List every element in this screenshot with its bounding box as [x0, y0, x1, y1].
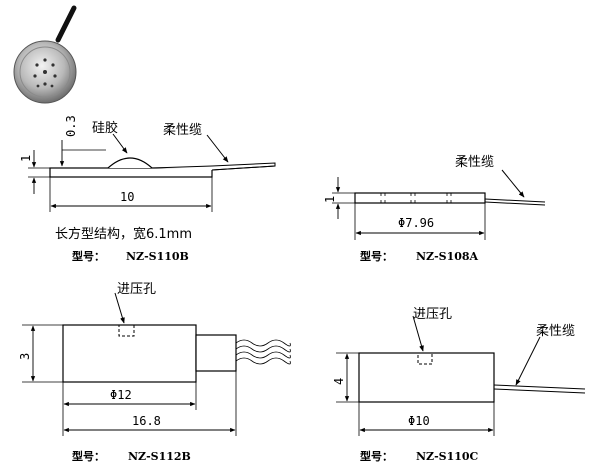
model-name-s110c: NZ-S110C [416, 450, 479, 463]
label-flex-cable-s110c: 柔性缆 [536, 323, 575, 339]
model-name-s112b: NZ-S112B [128, 450, 191, 463]
dim-s112b-diameter: Φ12 [110, 388, 132, 402]
model-prefix: 型号： [72, 249, 105, 263]
model-prefix: 型号： [360, 249, 393, 263]
model-s110c: 型号： NZ-S110C [360, 449, 479, 463]
dim-s110b-thickness: 1 [19, 155, 33, 162]
label-pressure-hole-s110c: 进压孔 [413, 307, 452, 322]
model-name-s108a: NZ-S108A [416, 250, 479, 263]
note-rect-structure: 长方型结构，宽6.1mm [55, 226, 192, 242]
label-flex-cable-s110b: 柔性缆 [163, 122, 202, 138]
model-name-s110b: NZ-S110B [126, 250, 189, 263]
dim-s110b-length: 10 [120, 190, 134, 204]
dim-s108a-thickness: 1 [323, 196, 337, 203]
label-silica-gel: 硅胶 [92, 120, 118, 136]
model-s110b: 型号： NZ-S110B [72, 249, 189, 263]
model-prefix: 型号： [72, 449, 105, 463]
label-pressure-hole-s112b: 进压孔 [117, 282, 156, 297]
model-s108a: 型号： NZ-S108A [360, 249, 479, 263]
model-s112b: 型号： NZ-S112B [72, 449, 191, 463]
s110c-drawing [336, 315, 586, 436]
model-prefix: 型号： [360, 449, 393, 463]
dim-s112b-length: 16.8 [132, 414, 161, 428]
sensor-photo [13, 5, 77, 104]
s108a-drawing [332, 169, 546, 240]
s110b-drawing [28, 133, 276, 212]
dim-s110c-height: 4 [332, 378, 346, 385]
dim-s110b-gel-height: 0.3 [64, 115, 78, 137]
dim-s108a-diameter: Φ7.96 [398, 216, 434, 230]
label-flex-cable-s108a: 柔性缆 [455, 154, 494, 170]
dim-s112b-height: 3 [18, 353, 32, 360]
dim-s110c-diameter: Φ10 [408, 414, 430, 428]
s112b-drawing [22, 292, 291, 436]
